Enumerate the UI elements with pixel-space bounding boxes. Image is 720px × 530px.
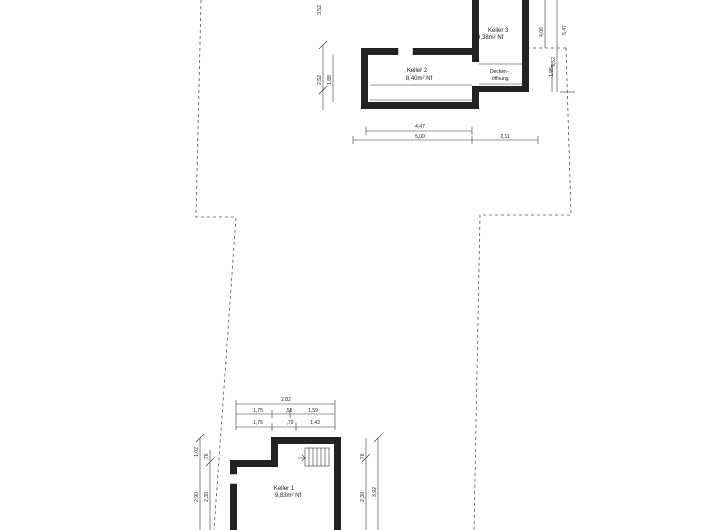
keller-3-name: Keller 3 bbox=[488, 28, 509, 34]
dim-0-79: ,79 bbox=[287, 420, 294, 426]
dim-1-88: 1,88 bbox=[327, 75, 333, 85]
keller-2-name: Keller 2 bbox=[407, 68, 428, 74]
dim-1-02: 1,02 bbox=[194, 447, 200, 457]
outline-dashed bbox=[195, 0, 572, 530]
dim-0-76-left: ,76 bbox=[204, 453, 210, 460]
room-labels: Keller 2 8,40m² Nf Keller 3 9,38m² Nf De… bbox=[274, 28, 509, 499]
dim-2-30-left: 2,30 bbox=[204, 492, 210, 502]
dim-5-47: 5,47 bbox=[562, 25, 568, 35]
dim-1-95: 1,95 bbox=[549, 67, 555, 77]
dim-1-43: 1,43 bbox=[310, 420, 320, 426]
keller-1-name: Keller 1 bbox=[274, 486, 295, 492]
dimension-texts: 4,47 5,00 2,11 2,52 1,88 3,52 4,06 5,52 … bbox=[194, 5, 568, 502]
dim-2-52: 2,52 bbox=[317, 75, 323, 85]
deckenoeffnung-line2: öffnung bbox=[492, 76, 509, 82]
dim-1-59: 1,59 bbox=[308, 408, 318, 414]
dimension-lines bbox=[195, 0, 575, 530]
dim-0-76-right: ,76 bbox=[360, 453, 366, 460]
dim-2-82: 2,82 bbox=[281, 397, 291, 403]
dim-0-55: ,55 bbox=[286, 408, 293, 414]
dim-2-90: 2,90 bbox=[194, 492, 200, 502]
dim-2-30-right: 2,30 bbox=[360, 492, 366, 502]
keller-3-area: 9,38m² Nf bbox=[477, 35, 504, 41]
dim-4-47: 4,47 bbox=[415, 124, 425, 130]
keller-2-3-walls bbox=[361, 0, 529, 109]
deckenoeffnung-line1: Decken- bbox=[490, 69, 509, 75]
keller-1-area: 9,83m² Nf bbox=[275, 493, 302, 499]
keller-2-area: 8,40m² Nf bbox=[406, 76, 433, 82]
dim-5-00: 5,00 bbox=[415, 134, 425, 140]
dim-2-11: 2,11 bbox=[500, 134, 510, 140]
dim-5-52: 5,52 bbox=[551, 57, 557, 67]
dim-3-52: 3,52 bbox=[317, 5, 323, 15]
dim-3-92: 3,92 bbox=[372, 487, 378, 497]
keller-1-walls bbox=[230, 437, 341, 530]
stair bbox=[298, 447, 330, 467]
dim-4-06: 4,06 bbox=[539, 27, 545, 37]
dim-1-75-bottom: 1,75 bbox=[253, 420, 263, 426]
dim-1-75-top: 1,75 bbox=[253, 408, 263, 414]
